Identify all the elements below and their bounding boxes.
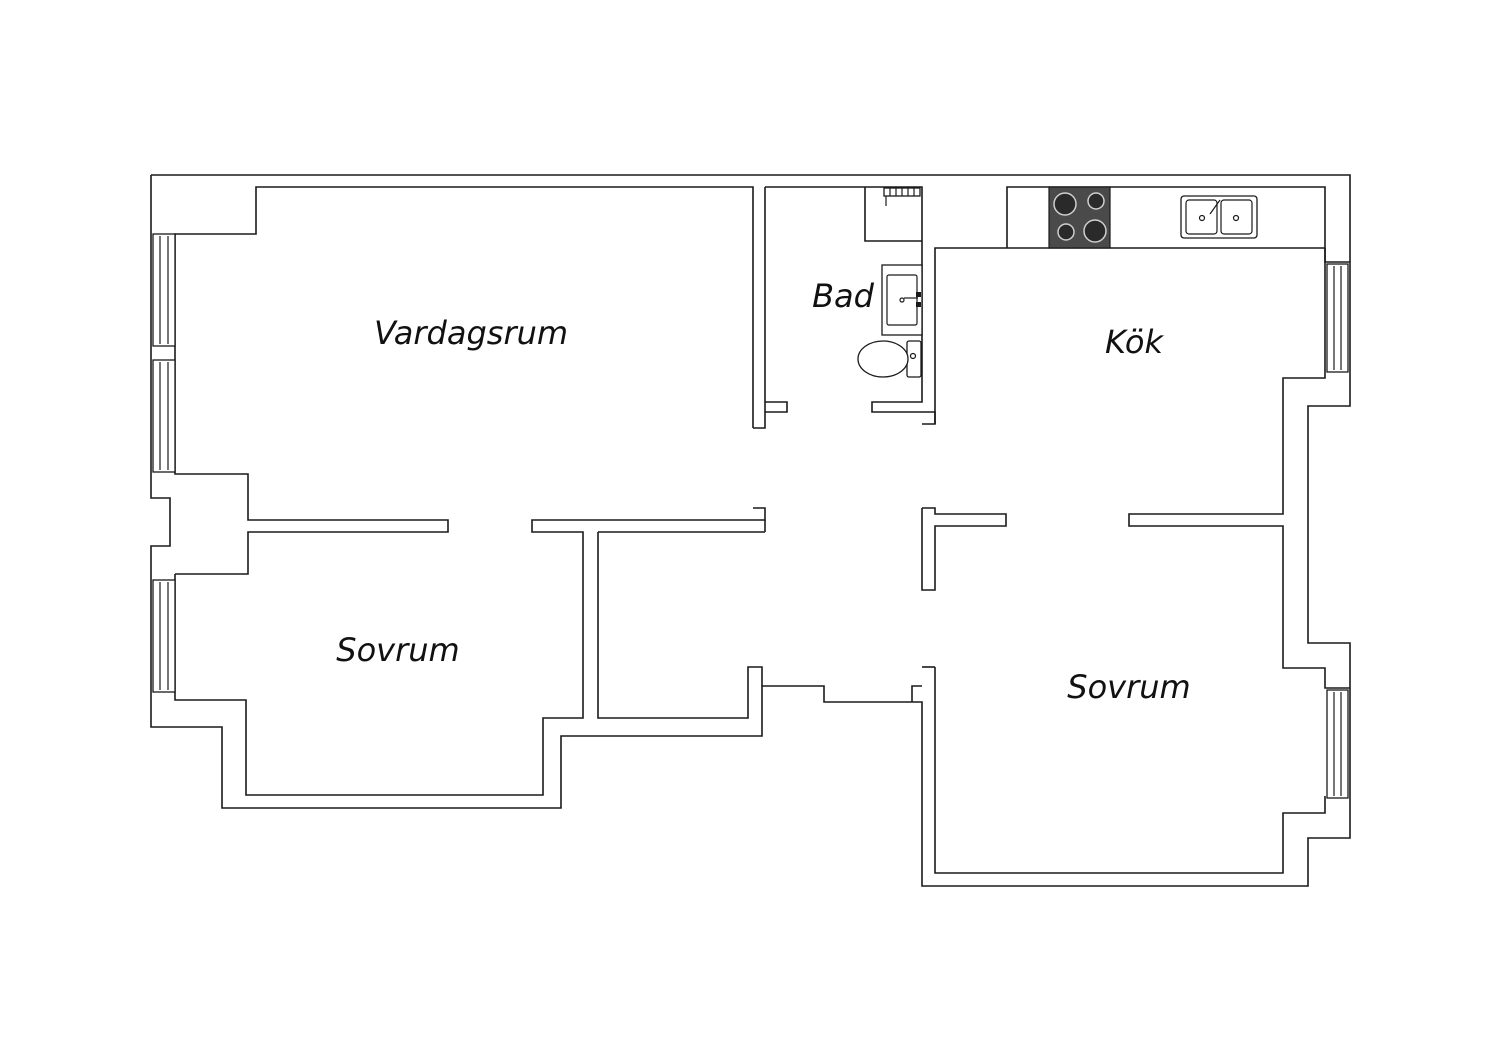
kitchen-sink-icon: [1180, 195, 1258, 239]
bathroom-sink-icon: [881, 264, 923, 336]
hallway-walls: [921, 507, 1007, 591]
room-label-living-room: Vardagsrum: [374, 314, 568, 352]
window-icon: [152, 233, 1349, 799]
right-bedroom-walls: [911, 666, 1326, 874]
stove-icon: [1048, 186, 1111, 249]
toilet-icon: [857, 340, 922, 378]
room-label-bedroom-right: Sovrum: [1067, 668, 1190, 706]
room-label-kitchen: Kök: [1105, 323, 1164, 361]
kitchen-walls: [934, 186, 1350, 689]
room-label-bedroom-left: Sovrum: [336, 631, 459, 669]
left-bedroom-walls: [174, 507, 766, 796]
living-room-walls: [174, 186, 766, 575]
outer-walls: [150, 174, 1351, 887]
shower-icon: [883, 187, 921, 206]
room-label-bathroom: Bad: [812, 277, 875, 315]
